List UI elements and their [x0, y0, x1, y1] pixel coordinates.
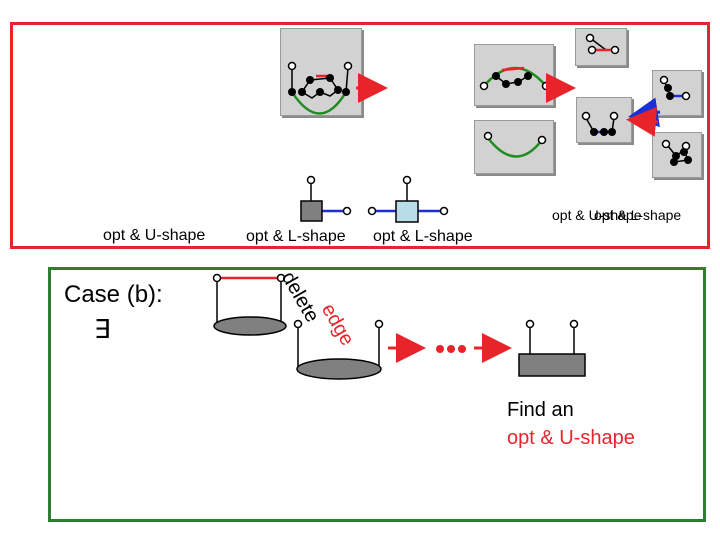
bottom-frame	[48, 267, 706, 522]
label-opt-l-shape-1: opt & L-shape	[246, 228, 346, 245]
small-graph-right-1	[659, 75, 691, 101]
panel-u-shape-lower	[474, 120, 554, 174]
exists-symbol: ∃	[94, 314, 111, 344]
small-graph-right-2	[661, 139, 692, 166]
find-line-1: Find an	[507, 399, 574, 421]
label-opt-u-shape-right: opt & U-shape	[552, 207, 642, 223]
top-frame	[10, 22, 710, 249]
find-line-2: opt & U-shape	[507, 427, 635, 449]
small-graph-mid	[581, 111, 619, 136]
label-opt-u-shape-left: opt & U-shape	[103, 227, 206, 244]
small-graph-top	[585, 33, 620, 55]
u-shape-graph-lower	[483, 131, 547, 158]
label-opt-l-shape-2: opt & L-shape	[373, 228, 473, 245]
l-shape-blue	[367, 175, 449, 223]
u-shape-graph-main	[287, 61, 353, 115]
l-shape-grey	[300, 175, 352, 222]
ellipse-graph-1	[212, 273, 287, 336]
panel-u-shape-mid	[474, 44, 554, 106]
case-label: Case (b):	[64, 281, 163, 308]
arrow-left-red	[626, 106, 659, 137]
label-opt-l-shape-right: opt & L-shape	[594, 207, 682, 223]
panel-small-right-1	[652, 70, 702, 116]
ellipse-graph-2	[293, 319, 384, 380]
u-shape-graph-mid	[479, 66, 551, 91]
ellipsis-dots	[436, 345, 466, 353]
arrow-left-blue	[628, 97, 661, 128]
rect-u-shape	[518, 319, 586, 377]
